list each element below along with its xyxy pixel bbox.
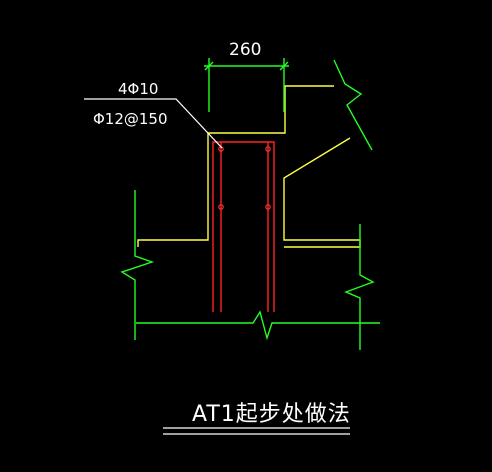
stirrup-left-leg (212, 141, 275, 312)
rebar-dot-top-right (265, 146, 271, 152)
dimension-line-260 (204, 58, 289, 112)
slab-break-line (333, 59, 373, 151)
stair-slab-outline (283, 137, 361, 248)
concrete-outline (137, 85, 361, 248)
dimension-label: 260 (229, 40, 261, 60)
break-lines (120, 59, 380, 350)
rebar-cage (212, 141, 275, 312)
rebar-main-label: 4Φ10 (118, 80, 158, 98)
left-break-line (120, 190, 155, 340)
rebar-dot-mid-right (265, 204, 271, 210)
rebar-leader-line (84, 98, 223, 149)
right-break-line (344, 224, 375, 350)
bottom-break-line (136, 310, 380, 341)
rebar-stirrup-label: Φ12@150 (93, 110, 168, 128)
rebar-dot-mid-left (218, 204, 224, 210)
drawing-title: AT1起步处做法 (192, 402, 351, 427)
